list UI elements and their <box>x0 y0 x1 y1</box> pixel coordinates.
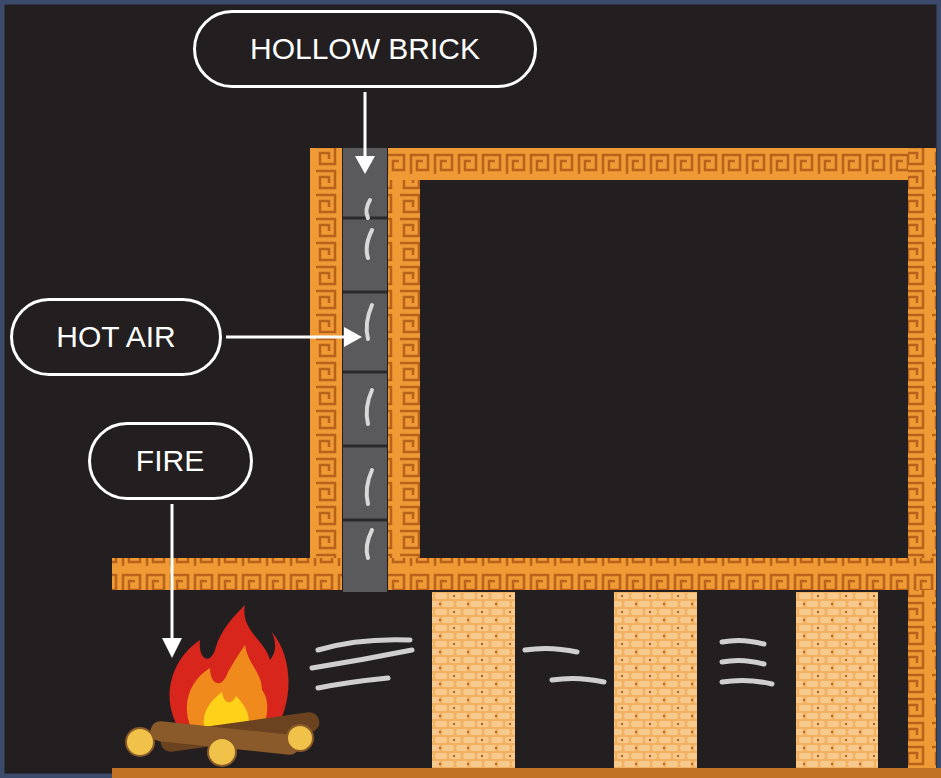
callout-pill: HOLLOW BRICK <box>193 10 537 88</box>
callout-text: HOT AIR <box>56 320 175 354</box>
callout-pill: HOT AIR <box>10 298 222 376</box>
callout-text: FIRE <box>136 444 204 478</box>
callout-text: HOLLOW BRICK <box>250 32 480 66</box>
callout-pill: FIRE <box>88 422 253 500</box>
